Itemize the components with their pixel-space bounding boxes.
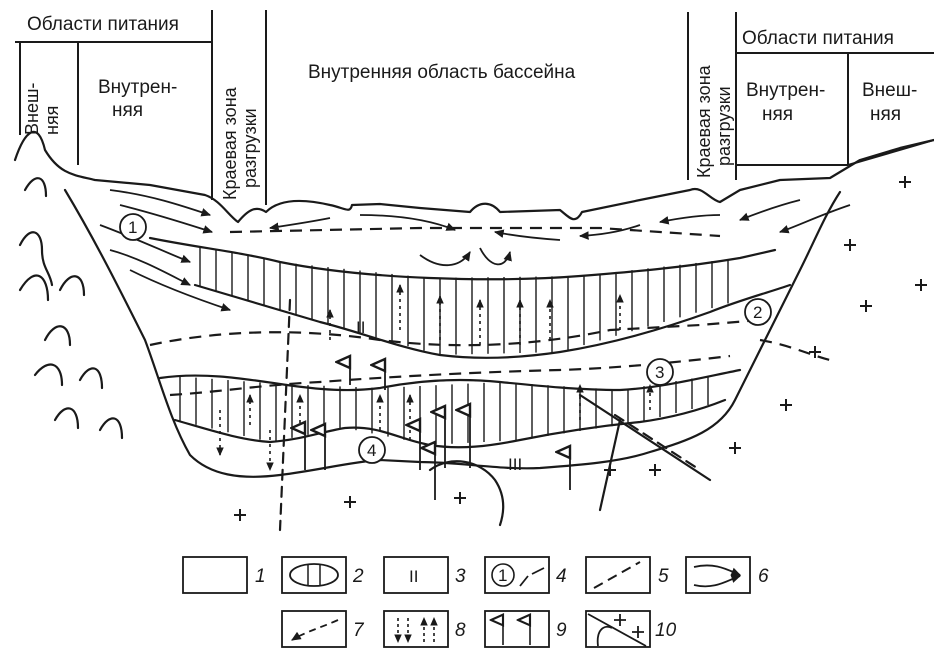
legend-number-3: 3 [455,566,466,587]
right-supply-title: Области питания [742,28,894,49]
flow-lines [150,228,830,395]
basement-cross [860,300,872,312]
legend-item-1: 1 [183,557,266,593]
legend: 1 2 II 3 1 4 5 6 [183,557,769,647]
legend-item-9: 9 [485,611,567,647]
basement-cross [729,442,741,454]
legend-number-10: 10 [655,620,677,641]
center-title: Внутренняя область бассейна [308,62,576,83]
left-inner-label: Внутрен- няя [98,77,183,121]
basement-cross [344,496,356,508]
legend-circle-sample: 1 [498,566,507,585]
legend-number-2: 2 [352,566,364,587]
legend-item-8: 8 [384,611,466,647]
legend-number-1: 1 [255,566,266,587]
ground-surface [15,132,934,222]
legend-number-7: 7 [353,620,365,641]
legend-roman-sample: II [409,567,418,586]
circle-label-4: 4 [367,441,376,460]
basement-cross [234,509,246,521]
legend-number-6: 6 [758,566,769,587]
hollow-arrows [305,362,570,500]
legend-item-3: II 3 [384,557,466,593]
legend-item-6: 6 [686,557,769,593]
circle-label-1: 1 [128,218,137,237]
legend-item-10: 10 [586,611,677,647]
upper-layer-bottom [195,285,790,358]
basement-cross [844,239,856,251]
legend-item-5: 5 [586,557,669,593]
roman-label-iii: III [508,455,522,474]
left-margin-zone-label: Краевая зона разгрузки [220,82,260,200]
basement-cross [454,492,466,504]
basement-high [430,461,503,525]
right-outer-label: Внеш- няя [862,80,923,125]
circle-label-2: 2 [753,303,762,322]
roman-label-ii: II [356,318,365,337]
left-supply-title: Области питания [27,14,179,35]
lower-layer-bottom [175,400,725,447]
basement-cross [780,399,792,411]
legend-item-4: 1 4 [485,557,567,593]
legend-number-5: 5 [658,566,669,587]
legend-number-8: 8 [455,620,466,641]
basement-cross [899,176,911,188]
cross-section [15,132,934,530]
basement-cross [649,464,661,476]
basement-cross [915,279,927,291]
right-inner-label: Внутрен- няя [746,80,831,125]
legend-number-9: 9 [556,620,567,641]
right-margin-zone-label: Краевая зона разгрузки [694,60,734,178]
upper-layer-top [150,238,775,279]
circle-label-3: 3 [655,363,664,382]
basement-cross [604,464,616,476]
legend-item-2: 2 [282,557,364,593]
left-outer-label: Внеш- няя [22,78,62,135]
legend-number-4: 4 [556,566,567,587]
legend-item-7: 7 [282,611,365,647]
